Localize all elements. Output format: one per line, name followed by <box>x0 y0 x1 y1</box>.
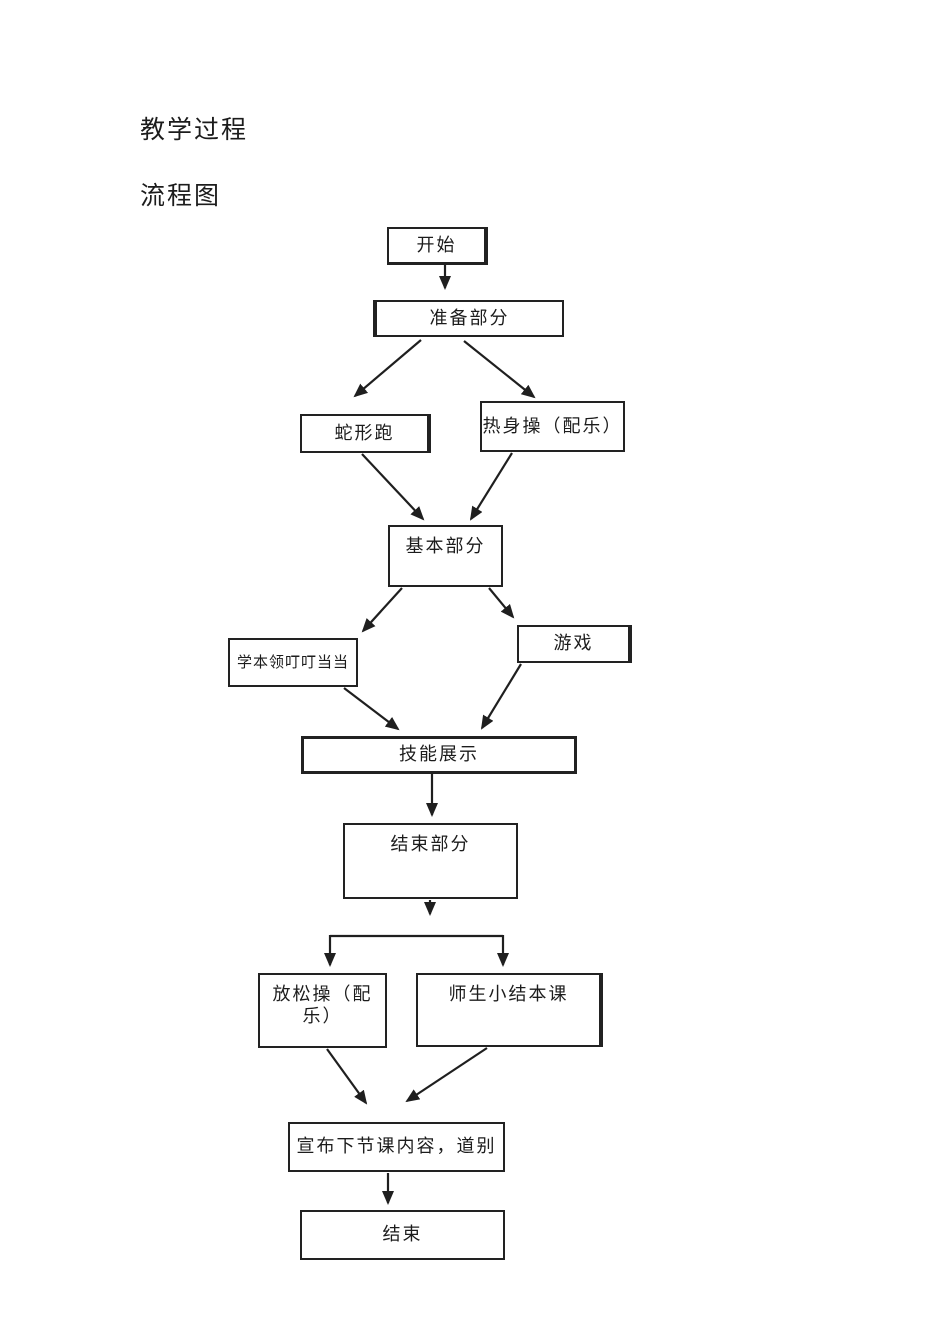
flow-node-snake-run: 蛇形跑 <box>300 414 431 453</box>
arrow-warmup-to-basic <box>469 452 513 521</box>
arrow-prep-to-warmup <box>463 340 536 399</box>
page-title: 教学过程 <box>140 117 249 144</box>
flowchart-label: 流程图 <box>140 183 222 210</box>
flow-node-relax: 放松操（配乐） <box>258 973 387 1048</box>
flow-node-game: 游戏 <box>517 625 632 663</box>
flow-node-basic: 基本部分 <box>388 525 503 587</box>
flow-node-ending: 结束部分 <box>343 823 518 899</box>
flow-node-summary: 师生小结本课 <box>416 973 603 1047</box>
flow-node-skill-show: 技能展示 <box>301 736 577 774</box>
flow-node-warmup: 热身操（配乐） <box>480 401 625 452</box>
arrow-basic-to-game <box>488 587 515 619</box>
arrow-snake-to-basic <box>361 453 425 521</box>
flow-node-end: 结束 <box>300 1210 505 1260</box>
flow-node-announce: 宣布下节课内容，道别 <box>288 1122 505 1172</box>
arrow-relax-to-announce <box>326 1048 368 1105</box>
arrow-prep-to-snake <box>353 339 422 398</box>
flow-node-start: 开始 <box>387 227 488 265</box>
arrow-learn-to-skillshow <box>343 687 400 731</box>
arrow-basic-to-learn <box>361 587 403 633</box>
flow-node-prep: 准备部分 <box>373 300 564 337</box>
arrow-game-to-skillshow <box>480 663 522 730</box>
flow-node-learn-skill: 学本领叮叮当当 <box>228 638 358 687</box>
arrow-summary-to-announce <box>405 1047 488 1103</box>
